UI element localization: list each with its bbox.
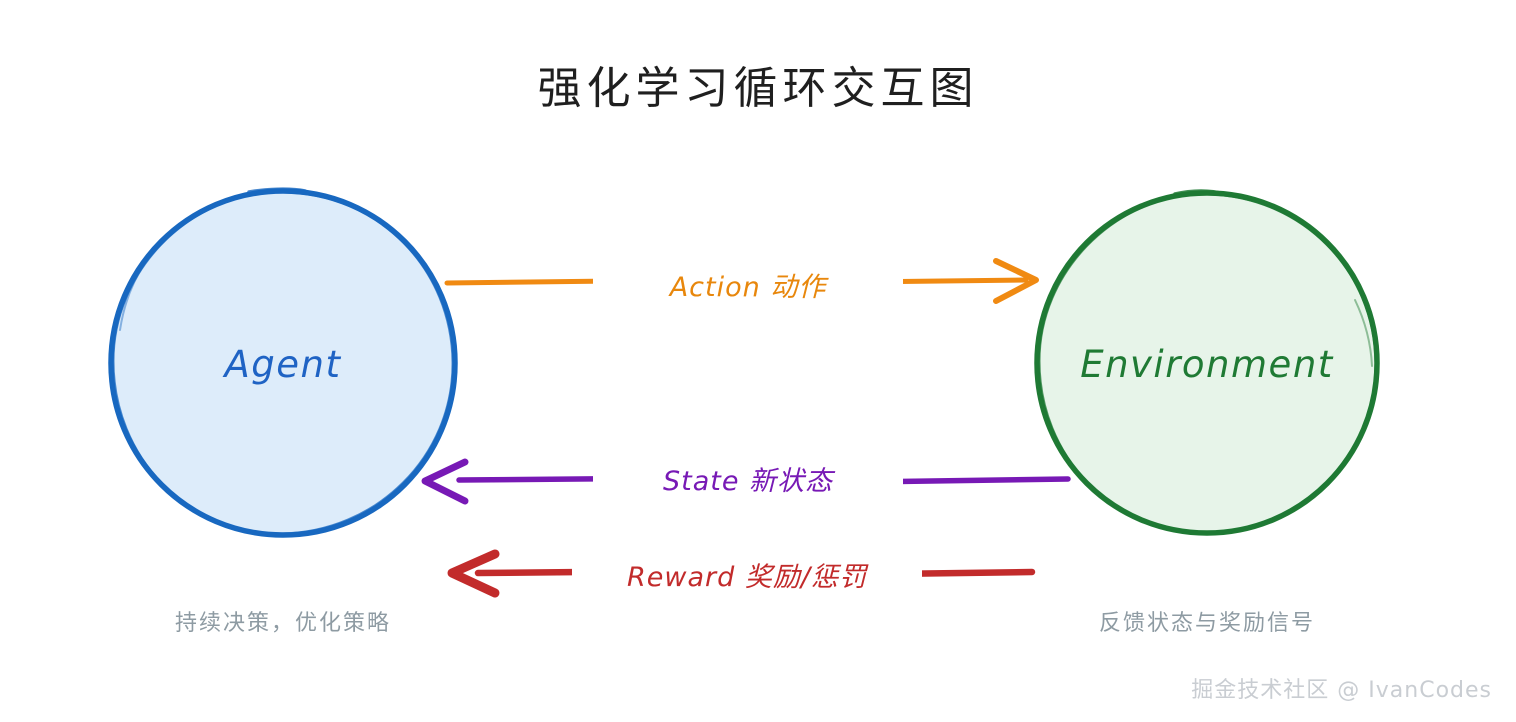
edge-reward-arrowhead bbox=[447, 549, 500, 598]
node-agent-shape[interactable] bbox=[108, 187, 458, 538]
agent-circle-sketch-cap bbox=[247, 187, 307, 194]
agent-circle-sketch-accent bbox=[119, 262, 146, 331]
node-label-agent: Agent bbox=[224, 343, 342, 386]
edge-label-reward: Reward 奖励/惩罚 bbox=[572, 555, 922, 594]
node-label-environment: Environment bbox=[1080, 343, 1334, 386]
page-title: 强化学习循环交互图 bbox=[537, 63, 979, 114]
edge-reward-line-left bbox=[474, 568, 587, 577]
edge-state-arrowhead bbox=[421, 458, 469, 505]
caption-environment: 反馈状态与奖励信号 bbox=[1098, 611, 1315, 636]
watermark: 掘金技术社区 @ IvanCodes bbox=[1191, 678, 1492, 703]
caption-agent: 持续决策，优化策略 bbox=[174, 611, 391, 636]
environment-circle-sketch-cap bbox=[1173, 189, 1226, 196]
node-environment-shape[interactable] bbox=[1034, 189, 1380, 536]
agent-circle-sketch-overstroke bbox=[111, 189, 455, 536]
environment-circle-sketch-accent bbox=[1354, 299, 1373, 367]
edge-label-action: Action 动作 bbox=[593, 265, 903, 304]
environment-circle-sketch-overstroke bbox=[1037, 191, 1378, 535]
edge-action-arrowhead bbox=[993, 258, 1039, 304]
edge-label-state: State 新状态 bbox=[593, 459, 903, 498]
